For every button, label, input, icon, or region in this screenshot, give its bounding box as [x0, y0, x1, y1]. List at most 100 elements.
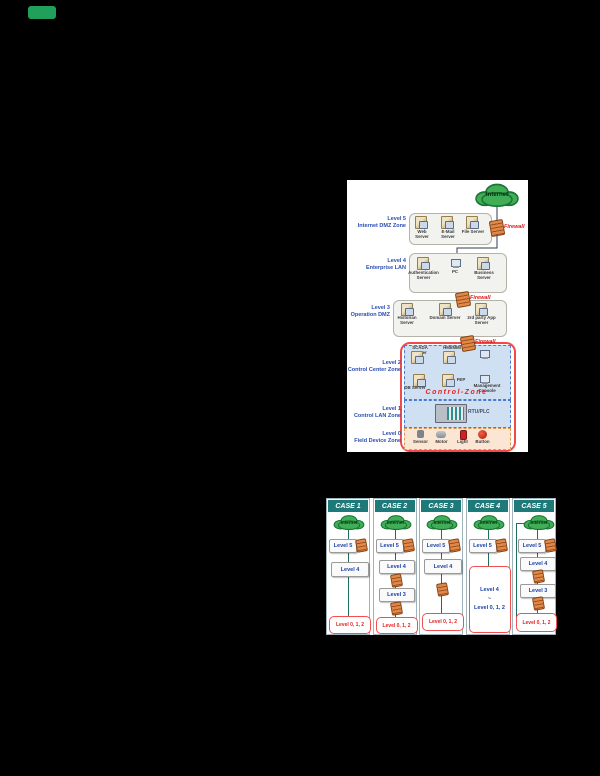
business-server-icon [477, 257, 490, 270]
button-icon [478, 430, 487, 439]
management-console-icon [480, 375, 490, 384]
historian-server-icon [401, 303, 414, 316]
level4-label: Level 4 Enterprise LAN [347, 258, 406, 272]
internet-label: Internet [433, 519, 451, 525]
internet-cloud: Internet [379, 514, 413, 530]
case4-level5-box: Level 5 [468, 539, 497, 553]
hmi-server-icon [443, 351, 456, 364]
app-server-icon [475, 303, 488, 316]
internet-label: Internet [480, 519, 497, 525]
internet-cloud: Internet [472, 514, 506, 530]
button-label: Button [475, 439, 490, 444]
pc-label: PC [451, 269, 459, 274]
business-server-label: Business Server [474, 270, 494, 280]
figure-1-network-architecture: Internet Firewall Web Server E-Mail Serv… [347, 180, 528, 452]
internet-label: Internet [387, 519, 404, 525]
file-server-icon [466, 216, 479, 229]
light-label: Light [457, 439, 468, 444]
level2-label-line1: Level 2 [382, 360, 401, 366]
console-icon [480, 350, 490, 359]
firewall-label: Firewall [475, 339, 496, 345]
firewall-label: Firewall [504, 224, 525, 230]
case5-column: CASE 5 Internet Level 5 Level 4 Level 3 … [512, 498, 558, 635]
control-zone-outline [400, 342, 516, 452]
case3-column: CASE 3 Internet Level 5 Level 4 Level 0,… [419, 498, 464, 635]
firewall-icon [488, 218, 506, 238]
case3-level4-box: Level 4 [424, 559, 462, 574]
firewall-icon [354, 538, 369, 553]
level4-label-line2: Enterprise LAN [365, 264, 406, 271]
level0-label-line2: Field Device Zone [354, 437, 401, 444]
internet-cloud: Internet [473, 182, 521, 207]
sensor-icon [417, 430, 424, 438]
case2-level5-box: Level 5 [375, 539, 404, 553]
level1-label-line1: Level 1 [382, 406, 401, 412]
hmi-label: HMI/MMI [443, 345, 461, 350]
firewall-icon [447, 538, 462, 553]
case3-level5-box: Level 5 [422, 539, 450, 553]
sensor-label: Sensor [413, 439, 428, 444]
level0-label-line1: Level 0 [382, 431, 401, 437]
case5-header: CASE 5 [514, 500, 554, 512]
level2-label-line2: Control Center Zone [347, 366, 401, 373]
db-server-label: DB Server [404, 385, 426, 390]
firewall-icon [459, 334, 477, 353]
level3-label: Level 3 Operation DMZ [347, 305, 390, 319]
firewall-icon [401, 538, 415, 553]
cloud-shape [475, 183, 519, 207]
motor-icon [436, 431, 446, 438]
level4-label-line1: Level 4 [387, 258, 406, 264]
internet-cloud: Internet [332, 514, 366, 530]
level5-label-line2: Internet DMZ Zone [357, 222, 406, 229]
internet-cloud: Internet [522, 514, 556, 530]
case5-level012-box: Level 0, 1, 2 [516, 613, 557, 632]
case3-header: CASE 3 [421, 500, 461, 512]
internet-cloud: Internet [425, 514, 459, 530]
motor-label: Motor [435, 439, 448, 444]
scada-server-icon [411, 351, 424, 364]
case1-column: CASE 1 Internet Level 5 Level 4 Level 0,… [326, 498, 371, 635]
level3-label-line2: Operation DMZ [350, 311, 390, 318]
level5-label: Level 5 Internet DMZ Zone [347, 216, 406, 230]
internet-label: Internet [530, 519, 548, 525]
historian-server-label: Historian Server [397, 315, 417, 325]
firewall-label: Firewall [470, 295, 491, 301]
case2-column: CASE 2 Internet Level 5 Level 4 Level 3 … [372, 498, 418, 635]
bypass-line [516, 523, 525, 524]
fep-label: FEP [456, 377, 466, 382]
internet-label: Internet [485, 191, 508, 198]
firewall-icon [531, 569, 546, 584]
case2-level4-box: Level 4 [378, 560, 415, 574]
firewall-icon [531, 596, 546, 611]
control-zone-label: Control-Zone [425, 389, 488, 396]
level1-label: Level 1 Control LAN Zone [347, 406, 401, 420]
case3-level012-box: Level 0, 1, 2 [422, 613, 464, 631]
authentication-server-label: Authentication Server [408, 270, 439, 280]
email-server-label: E-Mail Server [441, 229, 455, 239]
case4-header: CASE 4 [467, 500, 508, 512]
firewall-icon [435, 582, 450, 597]
light-icon [460, 430, 467, 440]
figure-2-case-comparison: CASE 1 Internet Level 5 Level 4 Level 0,… [326, 498, 558, 635]
level2-label: Level 2 Control Center Zone [347, 360, 401, 374]
file-server-label: File Server [461, 229, 485, 234]
case2-header: CASE 2 [374, 500, 415, 512]
case1-level5-box: Level 5 [329, 539, 357, 553]
firewall-icon [494, 538, 508, 553]
domain-server-label: Domain Server [429, 315, 461, 320]
case1-header: CASE 1 [328, 500, 368, 512]
web-server-label: Web Server [415, 229, 429, 239]
pc-icon [451, 259, 461, 268]
rtu-plc-label: RTU/PLC [468, 409, 490, 415]
rtu-plc-icon [435, 404, 467, 423]
case2-level3-box: Level 3 [378, 588, 415, 602]
case1-level4-box: Level 4 [331, 562, 369, 577]
domain-server-icon [439, 303, 452, 316]
db-server-icon [413, 374, 426, 387]
firewall-icon [543, 538, 558, 553]
firewall-icon [389, 601, 403, 616]
level0-label: Level 0 Field Device Zone [347, 431, 401, 445]
case2-level012-box: Level 0, 1, 2 [375, 617, 418, 634]
case5-level5-box: Level 5 [518, 539, 546, 553]
